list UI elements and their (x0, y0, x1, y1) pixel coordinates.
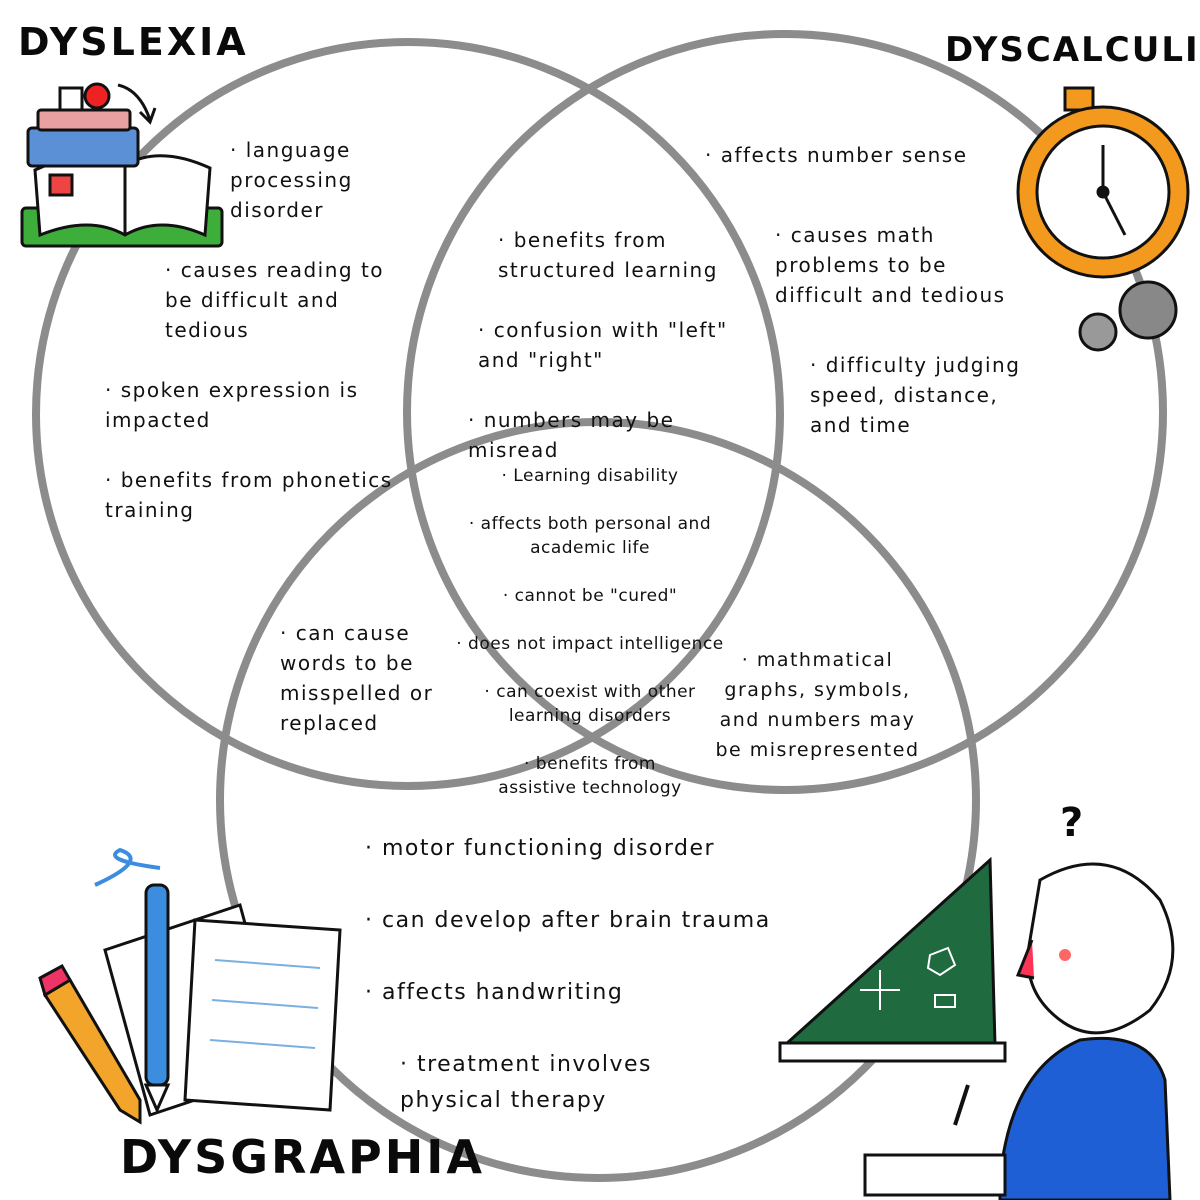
fact: · benefits from structured learning (498, 228, 718, 282)
question-mark-icon: ? (1060, 800, 1087, 846)
label-dyslexia: DYSLEXIA (18, 20, 249, 64)
fact: · motor functioning disorder (365, 836, 716, 861)
region-dyslexia-dysgraphia: · can cause words to be misspelled or re… (280, 588, 455, 768)
fact: · causes reading to be difficult and ted… (165, 258, 385, 342)
fact: · can cause words to be misspelled or re… (280, 621, 434, 735)
fact: · mathmatical graphs, symbols, and numbe… (715, 649, 920, 761)
circle-dysgraphia (216, 418, 980, 1182)
fact: · benefits from assistive technology (498, 754, 682, 798)
pencil-icon (38, 963, 142, 1125)
pen-icon (143, 883, 171, 1114)
fact: · difficulty judging speed, distance, an… (810, 353, 1021, 437)
fact: · benefits from phonetics training (105, 468, 393, 522)
region-dyslexia-dyscalculia: · benefits from structured learning · co… (468, 195, 728, 495)
region-dyslexia-only: · language processing disorder · causes … (105, 105, 405, 555)
paper-icon (103, 903, 342, 1117)
region-all-three: · Learning disability · affects both per… (450, 440, 730, 824)
fact: · can coexist with other learning disord… (484, 682, 696, 726)
student-icon (863, 862, 1175, 1200)
coins-icon (1078, 280, 1178, 352)
fact: · affects both personal and academic lif… (468, 514, 712, 558)
fact: · can develop after brain trauma (365, 908, 771, 933)
fact: · affects number sense (705, 143, 968, 167)
fact: · affects handwriting (365, 980, 624, 1005)
stopwatch-icon (1016, 86, 1190, 279)
fact: · Learning disability (501, 466, 679, 486)
region-dyscalculia-dysgraphia: · mathmatical graphs, symbols, and numbe… (705, 615, 930, 795)
fact: · spoken expression is impacted (105, 378, 359, 432)
chalkboard-icon (778, 856, 1007, 1063)
region-dyscalculia-only: · affects number sense · causes math pro… (705, 110, 1025, 470)
fact: · language processing disorder (230, 138, 353, 222)
circle-dyslexia (32, 38, 784, 790)
label-dyscalculia: DYSCALCULIA (945, 30, 1200, 70)
fact: · does not impact intelligence (456, 634, 724, 654)
fact: · numbers may be misread (468, 408, 675, 462)
fact: · causes math problems to be difficult a… (775, 223, 1006, 307)
scribble-icon (94, 847, 161, 887)
label-dysgraphia: DYSGRAPHIA (120, 1130, 485, 1184)
books-icon (20, 82, 224, 248)
circle-dyscalculia (403, 30, 1167, 794)
region-dysgraphia-only: · motor functioning disorder · can devel… (365, 795, 835, 1155)
fact: · cannot be "cured" (502, 586, 678, 606)
fact: · confusion with "left" and "right" (478, 318, 728, 372)
fact: · treatment involves physical therapy (400, 1052, 653, 1113)
arrow-icon (117, 83, 157, 125)
